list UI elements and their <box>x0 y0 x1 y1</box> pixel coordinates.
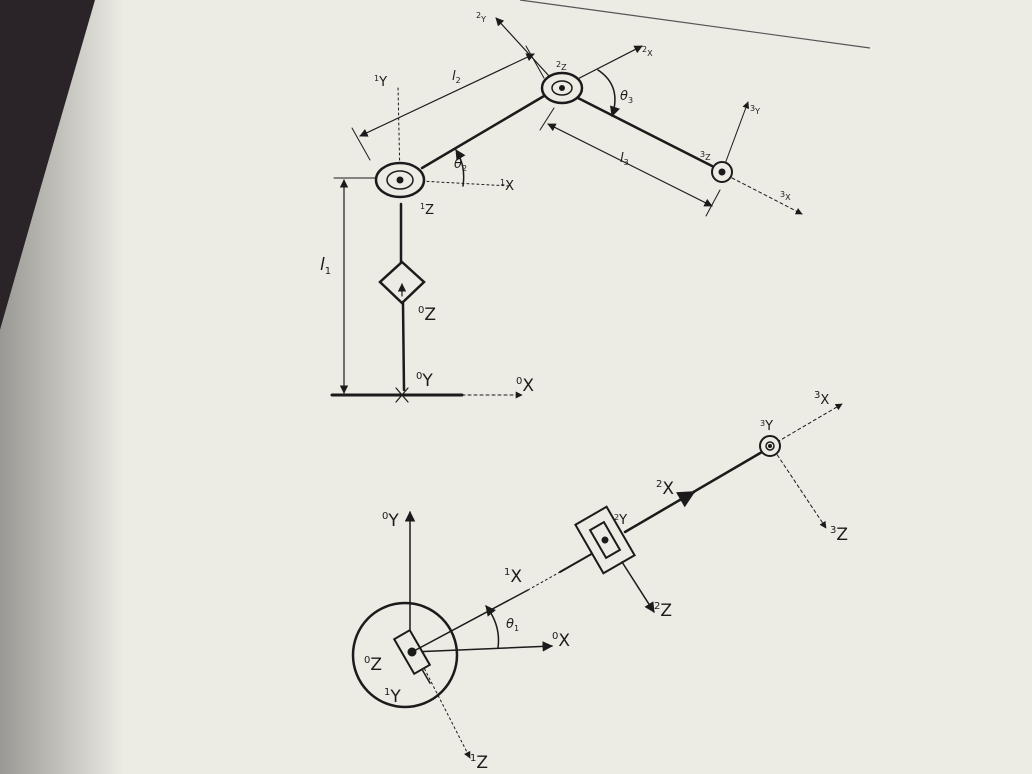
x0-label-top: 0X <box>552 631 570 651</box>
y0-label-top: 0Y <box>382 511 399 531</box>
x1-label-top: 1X <box>504 567 522 587</box>
z1-label-top: 1Z <box>470 753 488 773</box>
x3-axis <box>731 177 803 215</box>
l1-label: l1 <box>320 255 331 277</box>
z3-axis-top <box>773 449 827 529</box>
theta3-label: θ3 <box>620 89 633 105</box>
x3-label-side: 3X <box>780 190 791 202</box>
z2-label-top: 2Z <box>654 601 672 621</box>
x3-label-top: 3X <box>814 390 829 408</box>
theta1-arc <box>485 605 500 649</box>
l3-label: l3 <box>620 151 629 167</box>
x2-label-side: 2X <box>642 45 653 58</box>
l2-label: l2 <box>452 69 461 85</box>
x2-arrow <box>675 490 696 508</box>
y0-label-side: 0Y <box>416 371 433 391</box>
x0-axis-top <box>411 641 554 653</box>
y2-label-side: 2Y <box>476 11 486 24</box>
l2-dimension <box>359 53 535 137</box>
x1-axis <box>401 179 511 187</box>
x1-label-side: 1X <box>500 178 514 194</box>
side-view <box>330 17 803 403</box>
header-rule <box>519 0 871 49</box>
theta2-arc <box>455 149 466 187</box>
side-view-labels: l1 l2 l3 θ2 θ3 0Y 0X 0Z 1Y 1X 1Z 2Y 2Z 2… <box>320 11 791 396</box>
link-1-lower <box>401 301 406 392</box>
x2-label-top: 2X <box>656 479 674 499</box>
l3-extension-b <box>705 189 721 217</box>
x0-label-side: 0X <box>516 376 534 396</box>
theta1-label: θ1 <box>506 617 519 633</box>
y1-label-top: 1Y <box>384 687 401 707</box>
z2-label-side: 2Z <box>556 60 567 72</box>
theta2-label: θ2 <box>454 157 467 173</box>
z0-label-side: 0Z <box>418 305 436 325</box>
z3-label-top: 3Z <box>830 525 848 545</box>
y1-label-side: 1Y <box>374 74 387 90</box>
theta3-arc <box>597 69 620 117</box>
z0-label-top: 0Z <box>364 655 382 675</box>
y3-label-top: 3Y <box>760 419 773 434</box>
x3-axis-top <box>771 403 843 446</box>
arm-line-a <box>411 589 529 653</box>
z1-axis-top <box>419 659 471 759</box>
l2-extension-a <box>351 127 371 161</box>
x1-axis-top <box>527 571 561 591</box>
z3-label-side: 3Z <box>700 150 711 162</box>
top-view <box>351 403 843 759</box>
l2-extension-b <box>525 45 545 79</box>
base-disc <box>351 601 459 709</box>
base-cross <box>395 387 409 403</box>
z2-axis-top <box>621 561 655 613</box>
top-view-labels: θ1 0Y 0X 0Z 1Y 1Z 1X 2Y 2X 2Z 3Y 3X 3Z <box>364 390 848 773</box>
l3-dimension <box>547 123 713 207</box>
y3-axis <box>721 101 750 173</box>
y3-label-side: 3Y <box>750 104 760 116</box>
z1-label-side: 1Z <box>420 202 434 218</box>
l3-extension-a <box>539 107 555 131</box>
y2-label-top: 2Y <box>614 513 627 528</box>
prismatic-joint <box>378 260 426 305</box>
